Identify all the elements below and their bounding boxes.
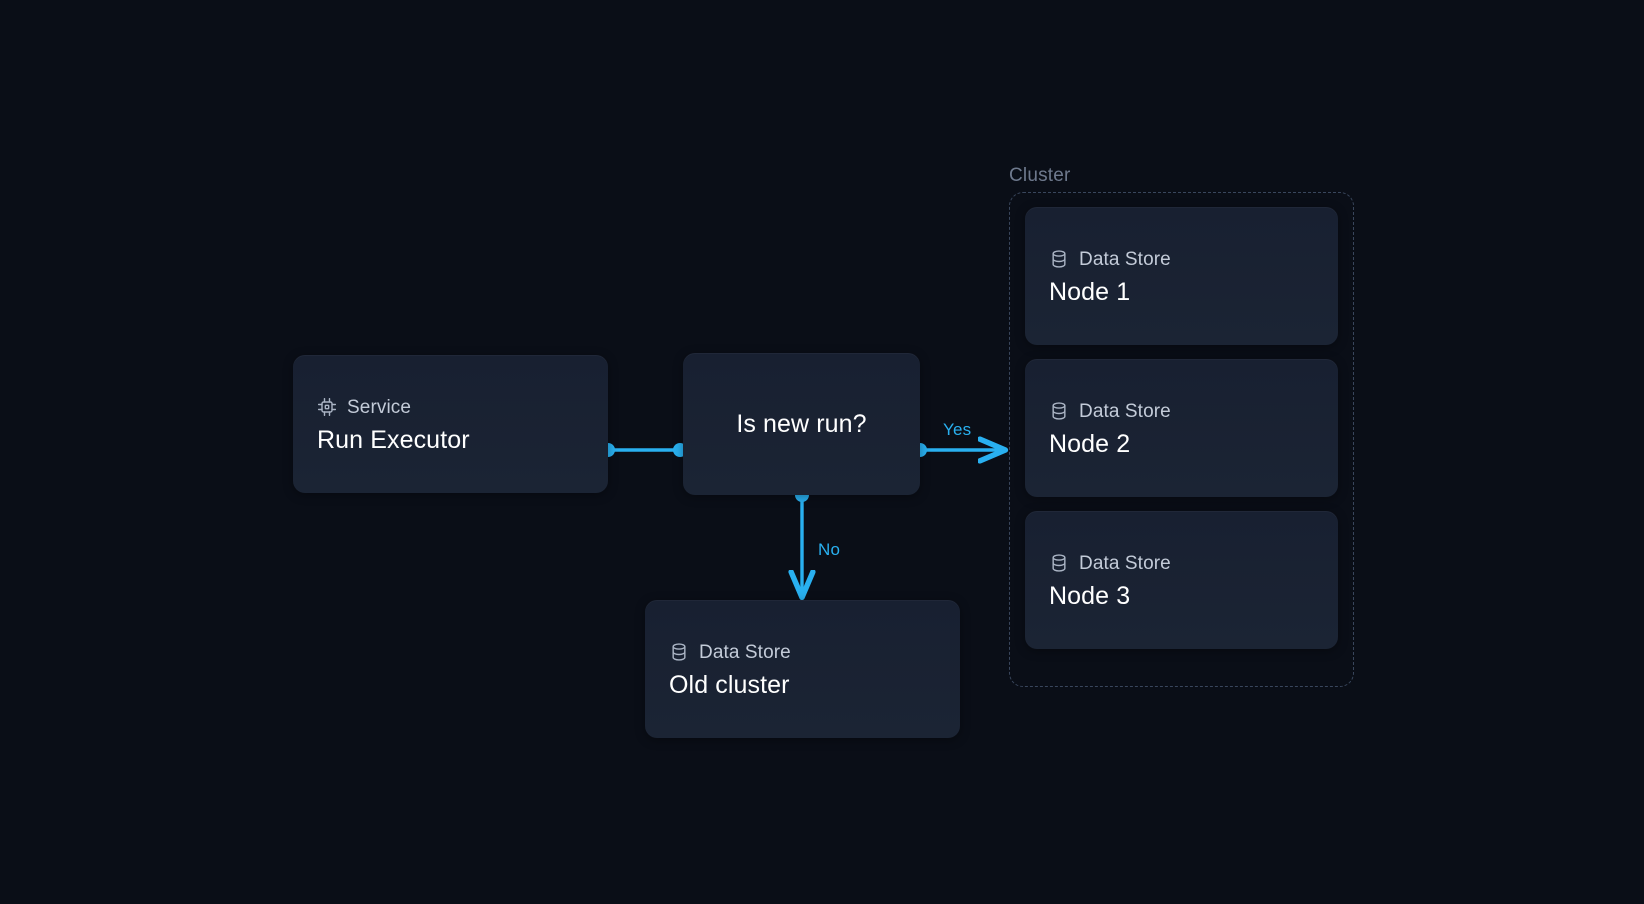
cluster-label: Cluster <box>1009 165 1071 186</box>
node-title: Node 1 <box>1049 278 1131 307</box>
node-title: Node 3 <box>1049 582 1131 611</box>
database-icon <box>669 642 689 662</box>
node-old-cluster[interactable]: Data Store Old cluster <box>645 600 960 738</box>
node-run-executor[interactable]: Service Run Executor <box>293 355 608 493</box>
node-header: Data Store <box>1049 553 1314 573</box>
database-icon <box>1049 553 1069 573</box>
edge-exec-to-decision <box>601 443 687 457</box>
node-kind-label: Data Store <box>1079 248 1171 270</box>
database-icon <box>1049 249 1069 269</box>
node-header: Data Store <box>1049 249 1314 269</box>
node-kind-label: Data Store <box>699 641 791 663</box>
node-kind-label: Service <box>347 396 412 418</box>
node-title: Node 2 <box>1049 430 1131 459</box>
node-title: Is new run? <box>736 409 867 438</box>
node-header: Data Store <box>1049 401 1314 421</box>
node-kind-label: Data Store <box>1079 552 1171 574</box>
node-node-2[interactable]: Data Store Node 2 <box>1025 359 1338 497</box>
database-icon <box>1049 401 1069 421</box>
cpu-icon <box>317 397 337 417</box>
node-node-1[interactable]: Data Store Node 1 <box>1025 207 1338 345</box>
node-header: Data Store <box>669 642 936 662</box>
edge-decision-no <box>795 488 809 594</box>
node-title: Run Executor <box>317 426 470 455</box>
edge-label-yes: Yes <box>943 420 972 439</box>
node-kind-label: Data Store <box>1079 400 1171 422</box>
edge-decision-yes <box>913 443 1002 457</box>
edge-label-no: No <box>818 540 841 559</box>
cluster-group <box>1009 192 1354 687</box>
node-node-3[interactable]: Data Store Node 3 <box>1025 511 1338 649</box>
node-header: Service <box>317 397 584 417</box>
node-title: Old cluster <box>669 671 790 700</box>
node-is-new-run[interactable]: Is new run? <box>683 353 920 495</box>
